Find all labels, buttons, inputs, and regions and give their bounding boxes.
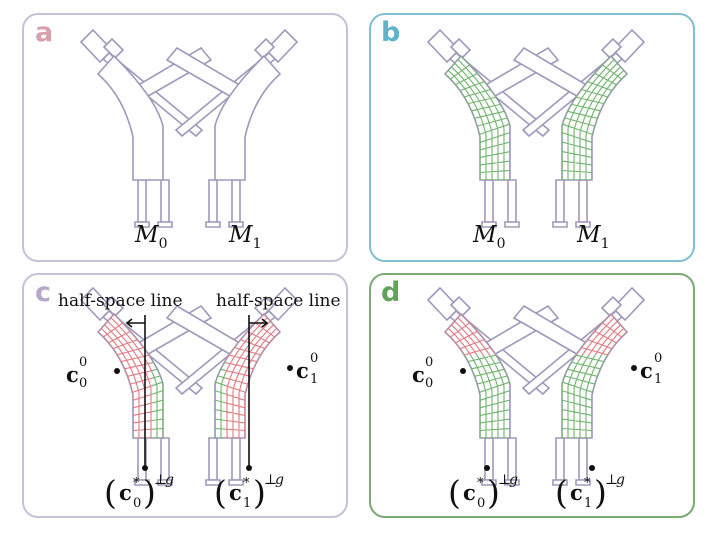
svg-text:0: 0 [425,376,433,391]
label-c1-star-panel-c: ( c * 1 ) ⊥ g [214,472,284,512]
svg-text:*: * [477,476,484,491]
label-c1-star-panel-d: ( c * 1 ) ⊥ g [555,472,625,512]
grid-mesh [445,314,510,355]
svg-text:⊥: ⊥ [498,472,511,488]
svg-text:c: c [640,358,653,383]
svg-text:c: c [229,480,242,505]
svg-text:0: 0 [79,355,87,370]
dot-d0-star [484,465,490,471]
character-m1-green-grid [513,29,645,228]
grid-mesh [445,355,510,438]
half-space-line-left [125,315,146,468]
panel-c-label: c [35,277,52,308]
half-space-label-right: half-space line [216,291,341,311]
panel-a-label: a [35,17,54,48]
dot-c0-0 [114,368,120,374]
panel-d-label: d [381,277,401,308]
svg-text:1: 1 [654,372,662,387]
label-c0-star-panel-d: ( c * 0 ) ⊥ g [448,472,518,512]
svg-text:0: 0 [79,376,87,391]
svg-text:): ) [487,473,500,512]
dot-d1-0 [631,365,637,371]
dot-d1-star [589,465,595,471]
svg-text:): ) [594,473,607,512]
label-m1-b: M1 [576,222,609,252]
grid-mesh [98,314,152,438]
svg-text:g: g [509,472,518,488]
svg-text:g: g [616,472,625,488]
character-d1-split-grid [513,287,645,486]
svg-text:): ) [253,473,266,512]
half-space-line-right [248,315,269,468]
character-d0-split-grid [427,287,559,486]
svg-text:c: c [296,358,309,383]
svg-text:*: * [133,476,140,491]
svg-text:⊥: ⊥ [154,472,167,488]
label-c0-0-panel-d: c 0 0 [412,355,433,391]
character-c0-split-grid [80,287,212,486]
svg-text:1: 1 [584,496,592,511]
dot-c1-star [246,465,252,471]
svg-text:(: ( [214,473,227,512]
svg-text:0: 0 [425,355,433,370]
svg-text:c: c [66,362,79,387]
svg-text:1: 1 [310,372,318,387]
label-m1-a: M1 [228,222,261,252]
character-m1-plain [166,29,298,228]
svg-text:*: * [584,476,591,491]
svg-text:(: ( [555,473,568,512]
character-m0-green-grid [427,29,559,228]
svg-text:⊥: ⊥ [264,472,277,488]
svg-text:g: g [165,472,174,488]
svg-text:0: 0 [133,496,141,511]
svg-text:0: 0 [654,351,662,366]
dot-d0-0 [460,368,466,374]
label-c0-0-panel-c: c 0 0 [66,355,87,391]
svg-text:(: ( [448,473,461,512]
svg-text:0: 0 [477,496,485,511]
svg-text:(: ( [104,473,117,512]
panel-b-label: b [381,17,401,48]
grid-mesh [562,314,627,355]
grid-mesh [562,355,627,438]
svg-text:c: c [412,362,425,387]
half-space-label-left: half-space line [58,291,183,311]
svg-text:c: c [119,480,132,505]
svg-text:): ) [143,473,156,512]
svg-text:c: c [570,480,583,505]
dot-c0-star [142,465,148,471]
label-m0-b: M0 [472,222,505,252]
panel-c [22,273,348,518]
panel-a [22,13,348,262]
label-c0-star-panel-c: ( c * 0 ) ⊥ g [104,472,174,512]
dot-c1-0 [287,365,293,371]
svg-text:0: 0 [310,351,318,366]
panel-b [369,13,695,262]
svg-text:*: * [243,476,250,491]
character-c1-split-grid [166,287,298,486]
label-c1-0-panel-c: c 0 1 [296,351,318,387]
grid-mesh [445,56,510,180]
svg-text:⊥: ⊥ [605,472,618,488]
svg-text:1: 1 [243,496,251,511]
grid-mesh [226,314,280,438]
label-c1-0-panel-d: c 0 1 [640,351,662,387]
grid-mesh [562,56,627,180]
label-m0-a: M0 [134,222,167,252]
svg-text:c: c [463,480,476,505]
svg-text:g: g [275,472,284,488]
panel-d [369,273,695,518]
